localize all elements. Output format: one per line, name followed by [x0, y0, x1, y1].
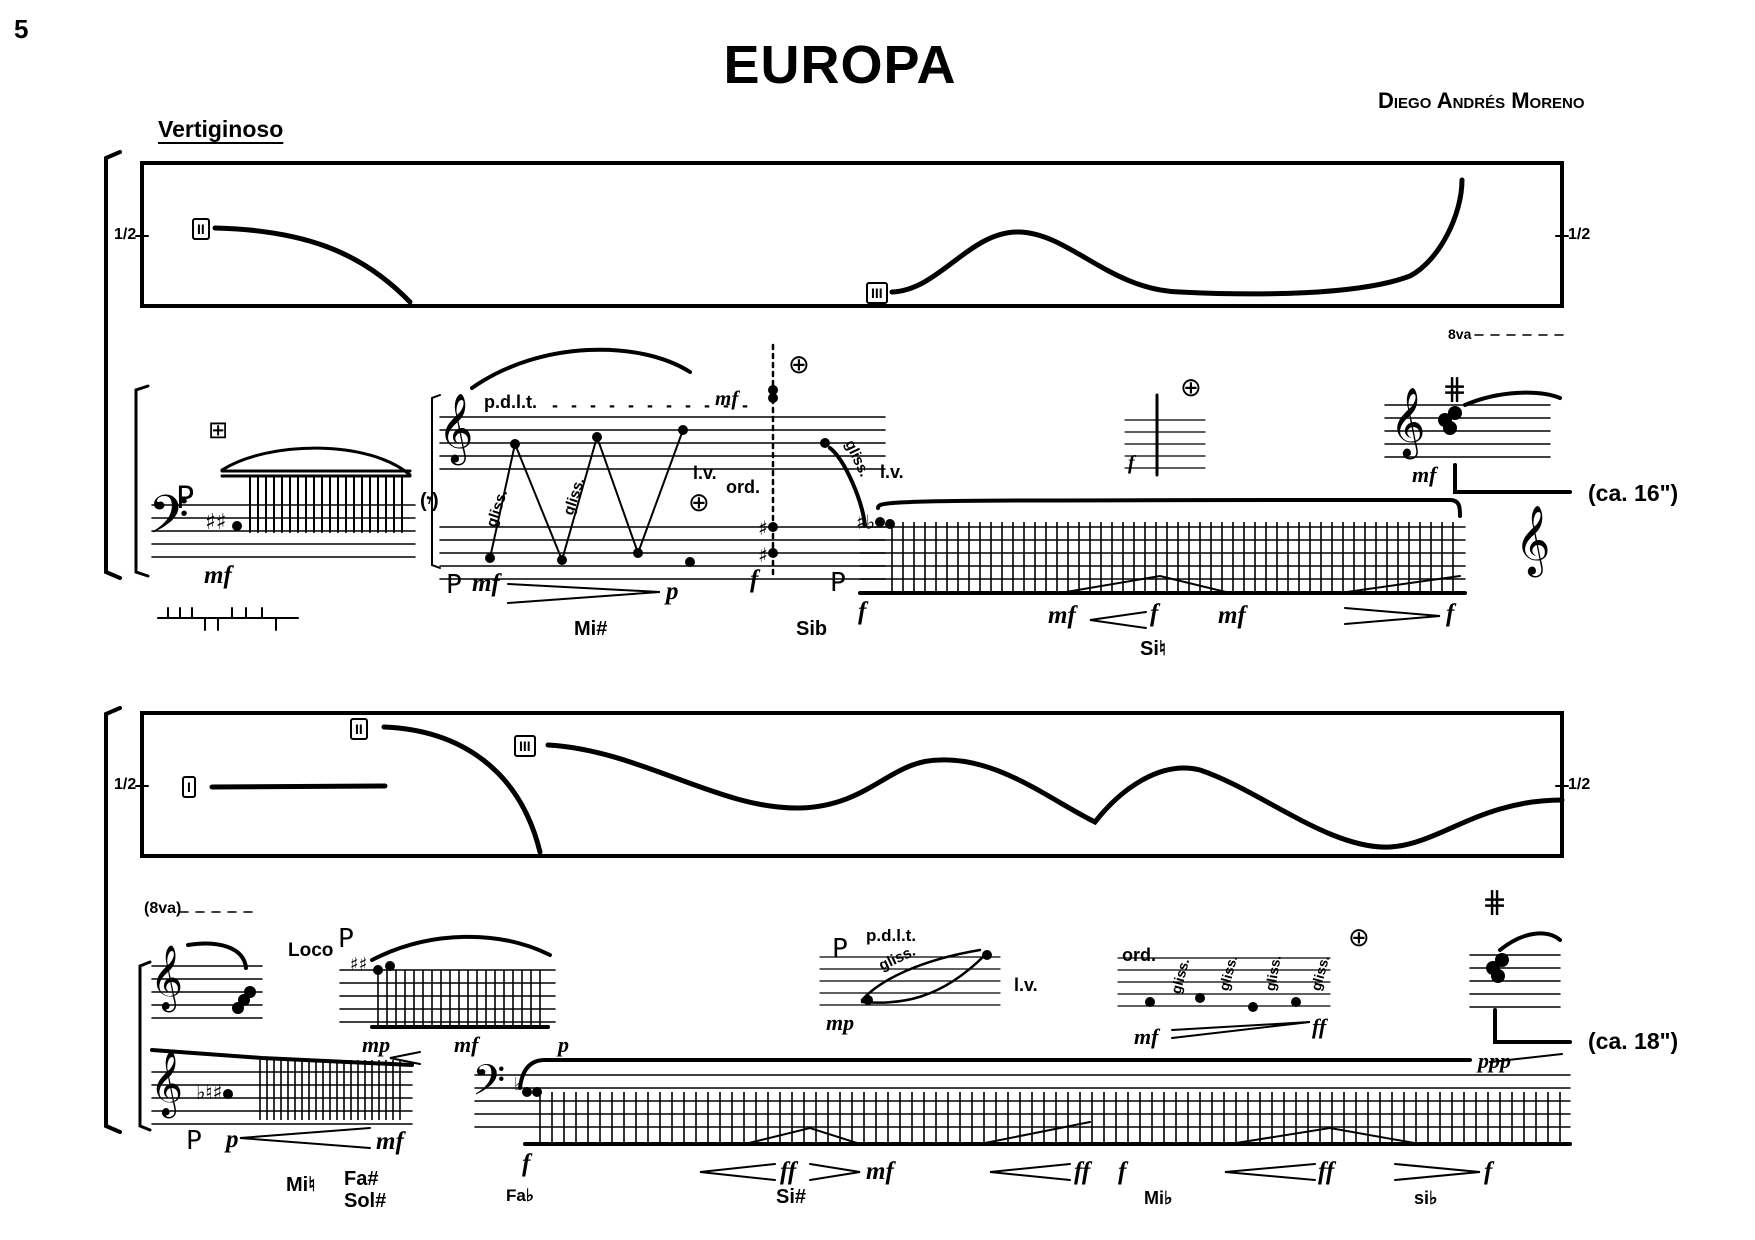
score-title: EUROPA	[723, 35, 957, 95]
page-number: 5	[14, 14, 29, 44]
position-half-left: 1/2	[114, 226, 137, 243]
harp-tremolo-icon: ⋕	[1442, 372, 1468, 407]
string-label-iii: III	[866, 282, 888, 304]
pdlt-marking: p.d.l.t.	[866, 926, 917, 945]
position-half-right: 1/2	[1568, 776, 1591, 793]
dynamic-marking: f	[522, 1150, 531, 1177]
note-name-label: Sol#	[344, 1190, 387, 1212]
pedal-marking-icon: P	[446, 570, 462, 600]
dynamic-marking: mf	[376, 1128, 404, 1155]
sharp-icon: ♯	[758, 516, 768, 540]
dynamic-marking: f	[1446, 600, 1455, 627]
note-name-label: Sib	[796, 618, 828, 640]
lv-marking: l.v.	[1014, 975, 1038, 995]
dynamic-marking: mf	[866, 1158, 894, 1185]
sharp-icon: ♯♯	[350, 954, 368, 975]
bass-clef-icon: 𝄢	[472, 1056, 506, 1116]
dynamic-marking: f	[1150, 600, 1159, 627]
string-label-ii: II	[350, 718, 368, 740]
ord-marking: ord.	[726, 477, 760, 497]
note-name-label: Fa#	[344, 1168, 379, 1190]
dynamic-marking: mf	[1412, 462, 1437, 487]
dynamic-marking: mf	[1048, 602, 1076, 629]
pedal-marking-icon: P	[830, 568, 846, 598]
dynamic-marking: mf	[1134, 1024, 1159, 1049]
harmonic-circle-icon: ⊕	[688, 488, 710, 518]
pedal-marking-icon: P	[176, 481, 195, 516]
harmonic-circle-icon: ⊕	[1348, 923, 1370, 953]
dynamic-marking: f	[1128, 452, 1135, 474]
dynamic-marking: ff	[780, 1158, 797, 1185]
lv-marking: l.v.	[693, 463, 717, 483]
ottava-marking: 8va	[1448, 326, 1472, 342]
position-graph-box	[140, 161, 1564, 308]
rest-symbol: (𝄾)	[420, 490, 439, 512]
note-name-label: Mi♮	[286, 1174, 316, 1196]
position-half-left: 1/2	[114, 776, 137, 793]
note-name-label: Mi♭	[1144, 1188, 1173, 1208]
harmonic-square-icon: ⊞	[208, 416, 229, 444]
pdlt-extension: - - - - - - - - - - -	[552, 395, 752, 415]
dynamic-marking: p	[666, 578, 679, 605]
dynamic-marking: mp	[362, 1032, 391, 1057]
dynamic-marking: f	[750, 566, 759, 593]
dynamic-marking: ff	[1312, 1014, 1327, 1039]
string-label-ii: II	[192, 218, 210, 240]
duration-marking: (ca. 18")	[1588, 1028, 1679, 1054]
dynamic-marking: p	[558, 1032, 569, 1057]
treble-clef-icon: 𝄞	[150, 945, 184, 1010]
ottava-marking: (8va)	[144, 900, 182, 917]
harmonic-circle-icon: ⊕	[788, 350, 810, 380]
dynamic-marking: ff	[1318, 1158, 1335, 1185]
dynamic-marking: mf	[715, 386, 739, 410]
ord-marking: ord.	[1122, 945, 1156, 965]
pedal-marking-icon: P	[338, 924, 354, 954]
sharp-icon: ♯	[758, 543, 768, 567]
bass-clef-icon: 𝄢	[148, 485, 190, 559]
dynamic-marking: mf	[1218, 602, 1246, 629]
string-label-i: I	[182, 776, 196, 798]
treble-clef-icon: 𝄞	[150, 1051, 184, 1116]
treble-clef-icon: 𝄞	[1515, 505, 1551, 575]
dynamic-marking: p	[226, 1126, 239, 1153]
note-name-label: Si#	[776, 1186, 807, 1208]
flat-icon: ♭	[514, 1074, 523, 1095]
dynamic-marking: mf	[472, 570, 500, 597]
pedal-marking-icon: P	[186, 1126, 202, 1156]
dynamic-marking: f	[858, 598, 867, 625]
note-name-label: si♭	[1414, 1188, 1438, 1208]
treble-clef-icon: 𝄞	[438, 393, 474, 463]
flat-icon: ♭♮♯	[196, 1080, 223, 1104]
dynamic-marking: f	[1118, 1158, 1127, 1185]
note-name-label: Mi#	[574, 618, 608, 640]
dynamic-marking: f	[1484, 1158, 1493, 1185]
dynamic-marking: mp	[826, 1010, 855, 1035]
string-ii-curve	[212, 225, 413, 305]
note-name-label: Si♮	[1140, 638, 1167, 660]
string-iii-curve	[889, 177, 1465, 297]
string-label-iii: III	[514, 735, 536, 757]
note-name-label: Fa♭	[506, 1186, 534, 1205]
pdlt-marking: p.d.l.t.	[484, 392, 537, 412]
dynamic-marking: mf	[204, 562, 232, 589]
loco-marking: Loco	[288, 940, 334, 961]
harp-tremolo-icon: ⋕	[1482, 885, 1508, 920]
dynamic-marking: ppp	[1478, 1048, 1511, 1073]
tempo-marking: Vertiginoso	[158, 116, 284, 142]
dynamic-marking: ff	[1074, 1158, 1091, 1185]
composer-name: Diego Andrés Moreno	[1378, 88, 1585, 113]
harmonic-circle-icon: ⊕	[1180, 373, 1202, 403]
pedal-marking-icon: P	[832, 934, 848, 964]
system-bracket	[104, 150, 122, 580]
position-graph-box-2	[140, 711, 1564, 858]
position-half-right: 1/2	[1568, 226, 1591, 243]
dynamic-marking: mf	[454, 1032, 479, 1057]
lv-marking: l.v.	[880, 462, 904, 482]
flat-icon: ♯♭	[856, 510, 876, 534]
treble-clef-icon: 𝄞	[1390, 387, 1426, 457]
sharp-icon: ♯♯	[205, 510, 227, 535]
duration-marking: (ca. 16")	[1588, 480, 1679, 506]
